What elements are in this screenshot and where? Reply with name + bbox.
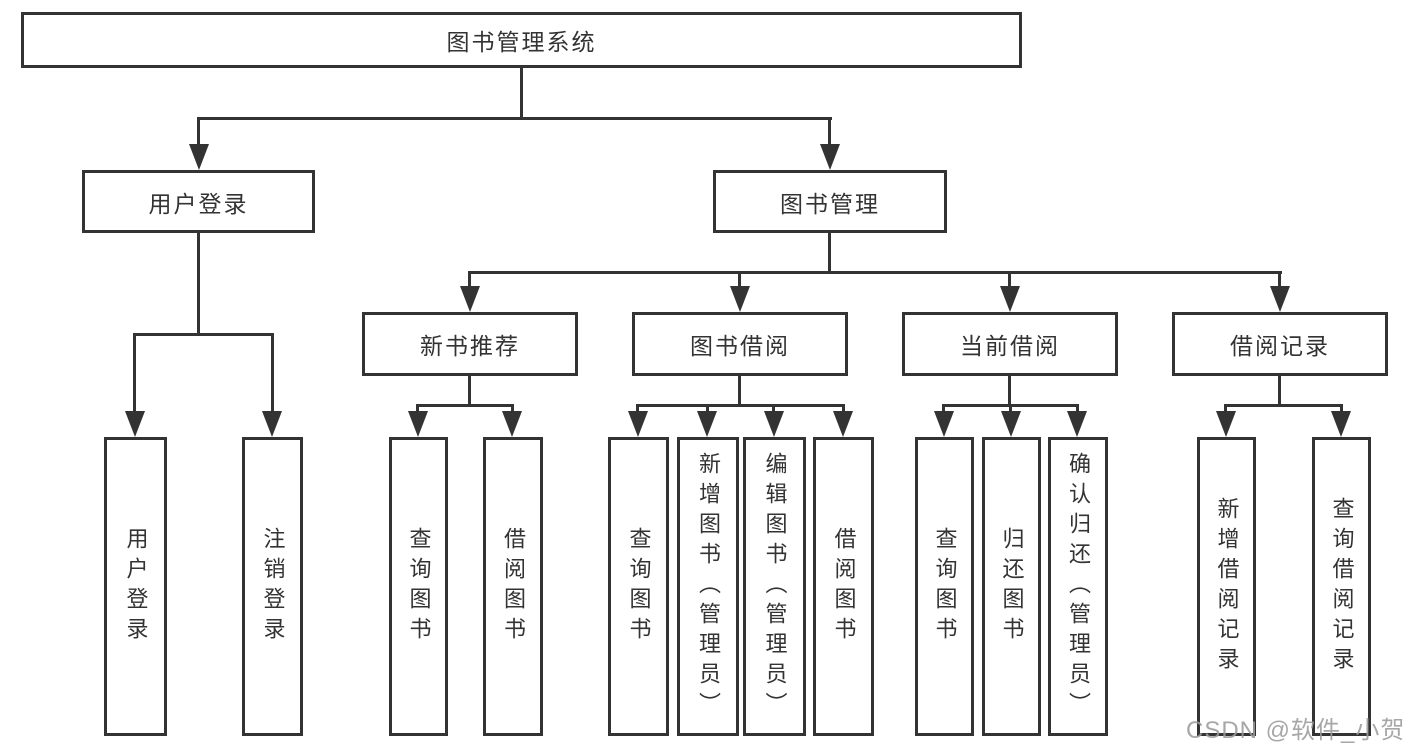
arrowhead xyxy=(833,411,853,437)
connector-line xyxy=(271,333,274,413)
leaf-label: 归还图书 xyxy=(999,526,1025,647)
leaf-label: 借阅图书 xyxy=(501,526,526,647)
node-library-management-system: 图书管理系统 xyxy=(21,12,1022,68)
leaf-confirm-return-admin: 确认归还（管理员） xyxy=(1048,437,1108,736)
node-current-borrowing: 当前借阅 xyxy=(902,312,1118,376)
leaf-logout: 注销登录 xyxy=(242,437,303,736)
leaf-query-books-recommend: 查询图书 xyxy=(389,437,448,736)
leaf-label: 查询图书 xyxy=(406,526,432,647)
node-new-book-recommendation: 新书推荐 xyxy=(362,312,578,376)
arrowhead xyxy=(262,411,282,437)
connector-line xyxy=(1278,376,1281,406)
leaf-label: 确认归还（管理员） xyxy=(1066,451,1091,722)
node-borrowing-records: 借阅记录 xyxy=(1172,312,1388,376)
node-book-management: 图书管理 xyxy=(713,170,947,233)
arrowhead xyxy=(1331,411,1351,437)
connector-line xyxy=(511,404,514,414)
leaf-label: 查询图书 xyxy=(626,526,652,647)
arrowhead xyxy=(1270,286,1290,312)
leaf-edit-books-admin: 编辑图书（管理员） xyxy=(743,437,806,736)
leaf-borrow-books-borrowing: 借阅图书 xyxy=(813,437,874,736)
connector-line xyxy=(636,404,639,414)
connector-line xyxy=(636,404,845,407)
node-label: 图书管理系统 xyxy=(446,29,597,55)
connector-line xyxy=(1224,404,1343,407)
connector-line xyxy=(197,233,200,335)
arrowhead xyxy=(502,411,522,437)
connector-line xyxy=(1008,271,1011,288)
leaf-label: 查询图书 xyxy=(932,526,958,647)
leaf-query-books-current: 查询图书 xyxy=(915,437,974,736)
connector-line xyxy=(468,376,471,406)
connector-line xyxy=(133,333,274,336)
connector-line xyxy=(738,376,741,406)
connector-line xyxy=(942,404,945,414)
arrowhead xyxy=(820,144,840,170)
connector-line xyxy=(198,117,832,120)
connector-line xyxy=(706,404,709,414)
leaf-user-login: 用户登录 xyxy=(104,437,167,736)
connector-line xyxy=(1278,271,1281,288)
arrowhead xyxy=(697,411,717,437)
arrowhead xyxy=(730,286,750,312)
leaf-label: 新增图书（管理员） xyxy=(696,451,721,722)
leaf-label: 借阅图书 xyxy=(831,526,857,647)
connector-line xyxy=(1008,376,1011,406)
leaf-label: 注销登录 xyxy=(260,526,286,647)
leaf-label: 编辑图书（管理员） xyxy=(762,451,788,722)
connector-line xyxy=(738,271,741,288)
leaf-query-borrow-record: 查询借阅记录 xyxy=(1312,437,1371,736)
arrowhead xyxy=(628,411,648,437)
node-label: 新书推荐 xyxy=(420,333,520,359)
connector-line xyxy=(520,68,523,118)
connector-line xyxy=(468,271,471,288)
arrowhead xyxy=(408,411,428,437)
node-user-login: 用户登录 xyxy=(82,170,315,233)
leaf-add-borrow-record: 新增借阅记录 xyxy=(1197,437,1256,736)
leaf-add-books-admin: 新增图书（管理员） xyxy=(677,437,739,736)
node-label: 借阅记录 xyxy=(1230,333,1330,359)
leaf-return-books: 归还图书 xyxy=(982,437,1041,736)
node-label: 当前借阅 xyxy=(960,333,1060,359)
watermark-text: CSDN @软件_小贺同学 xyxy=(1186,717,1405,744)
arrowhead xyxy=(1001,411,1021,437)
leaf-label: 用户登录 xyxy=(123,526,149,647)
connector-line xyxy=(133,333,136,413)
connector-line xyxy=(1009,404,1012,414)
connector-line xyxy=(1076,404,1079,414)
arrowhead xyxy=(1000,286,1020,312)
connector-line xyxy=(468,271,1282,274)
node-label: 图书管理 xyxy=(780,190,880,217)
arrowhead xyxy=(1216,411,1236,437)
connector-line xyxy=(1224,404,1227,414)
leaf-label: 新增借阅记录 xyxy=(1214,496,1240,677)
connector-line xyxy=(1340,404,1343,414)
node-label: 用户登录 xyxy=(148,190,249,217)
connector-line xyxy=(828,117,831,147)
connector-line xyxy=(842,404,845,414)
arrowhead xyxy=(189,144,209,170)
leaf-label: 查询借阅记录 xyxy=(1329,496,1355,677)
arrowhead xyxy=(934,411,954,437)
node-book-borrowing: 图书借阅 xyxy=(632,312,848,376)
arrowhead xyxy=(460,286,480,312)
arrowhead xyxy=(125,411,145,437)
leaf-borrow-books-recommend: 借阅图书 xyxy=(483,437,543,736)
connector-line xyxy=(416,404,514,407)
connector-line xyxy=(772,404,775,414)
arrowhead xyxy=(1067,411,1087,437)
connector-line xyxy=(197,117,200,147)
node-label: 图书借阅 xyxy=(690,333,790,359)
leaf-query-books-borrowing: 查询图书 xyxy=(608,437,669,736)
arrowhead xyxy=(764,411,784,437)
connector-line xyxy=(828,233,831,273)
connector-line xyxy=(416,404,419,414)
